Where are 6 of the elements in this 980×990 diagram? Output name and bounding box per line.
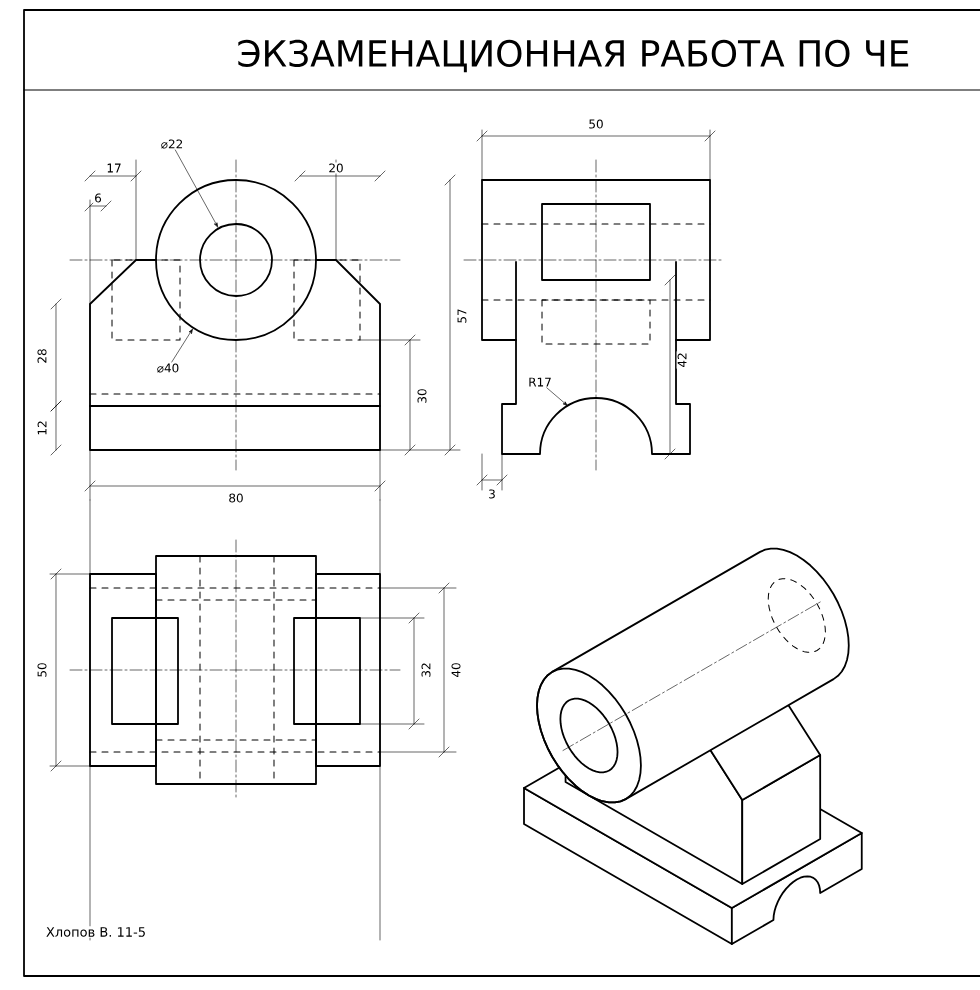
leader-line <box>175 149 218 228</box>
circle-outline <box>199 223 273 297</box>
leader-line <box>171 328 193 363</box>
title: ЭКЗАМЕНАЦИОННАЯ РАБОТА ПО ЧЕ <box>238 39 909 73</box>
circle-outline <box>155 179 317 341</box>
leader-line <box>546 387 568 406</box>
